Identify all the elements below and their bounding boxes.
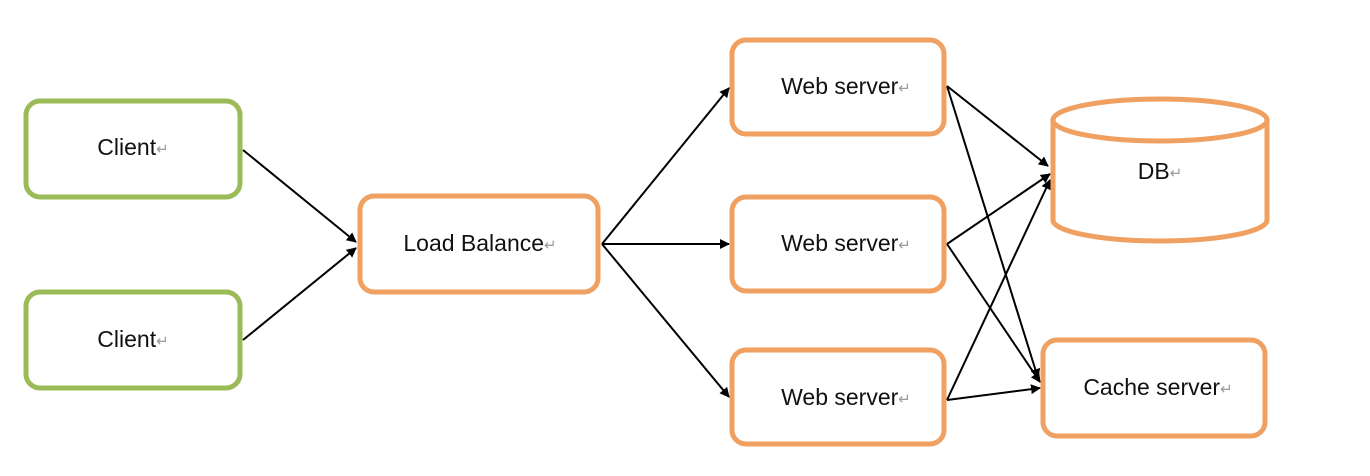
edge-client2-to-load-balance bbox=[242, 247, 357, 341]
svg-text:Web server↵: Web server↵ bbox=[781, 73, 911, 99]
web-server-label-1: Web server bbox=[781, 73, 899, 99]
db-node: DB↵ bbox=[1050, 96, 1270, 244]
web-server-label-2: Web server bbox=[781, 230, 899, 256]
load-balance-box bbox=[357, 193, 601, 295]
client-box-2 bbox=[23, 289, 243, 391]
paragraph-mark: ↵ bbox=[1220, 380, 1233, 398]
paragraph-mark: ↵ bbox=[544, 236, 557, 254]
web-server-node-2: Web server↵ bbox=[729, 194, 947, 294]
db-label: DB bbox=[1138, 158, 1170, 184]
paragraph-mark: ↵ bbox=[156, 140, 169, 158]
paragraph-mark: ↵ bbox=[1170, 164, 1183, 182]
cache-server-label: Cache server bbox=[1083, 374, 1220, 400]
svg-text:Load Balance↵: Load Balance↵ bbox=[403, 230, 556, 256]
client-label-2: Client bbox=[97, 326, 156, 352]
svg-text:Web server↵: Web server↵ bbox=[781, 230, 911, 256]
client-box-1 bbox=[23, 98, 243, 200]
load-balance-node: Load Balance↵ bbox=[357, 193, 601, 295]
web-server-label-3: Web server bbox=[781, 384, 899, 410]
edge-load-balance-to-web3 bbox=[601, 243, 730, 398]
client-node-2: Client↵ bbox=[23, 289, 243, 391]
svg-text:Client↵: Client↵ bbox=[97, 326, 168, 352]
edge-client1-to-load-balance bbox=[242, 149, 357, 243]
svg-text:Client↵: Client↵ bbox=[97, 134, 168, 160]
edge-web2-to-cache bbox=[946, 243, 1041, 383]
edge-web3-to-cache bbox=[946, 384, 1041, 401]
db-cylinder-body bbox=[1050, 120, 1270, 244]
edge-web2-to-db bbox=[946, 173, 1051, 245]
web-server-node-3: Web server↵ bbox=[729, 347, 947, 447]
db-cylinder-top bbox=[1050, 96, 1270, 144]
web-server-node-1: Web server↵ bbox=[729, 37, 947, 137]
web-server-box-3 bbox=[729, 347, 947, 447]
web-server-box-1 bbox=[729, 37, 947, 137]
edge-web1-to-cache bbox=[946, 85, 1041, 379]
edge-web1-to-db bbox=[946, 85, 1049, 167]
client-node-1: Client↵ bbox=[23, 98, 243, 200]
svg-text:Web server↵: Web server↵ bbox=[781, 384, 911, 410]
svg-text:DB↵: DB↵ bbox=[1138, 158, 1183, 184]
paragraph-mark: ↵ bbox=[898, 236, 911, 254]
client-label-1: Client bbox=[97, 134, 156, 160]
paragraph-mark: ↵ bbox=[156, 332, 169, 350]
edge-load-balance-to-web1 bbox=[601, 87, 730, 245]
cache-server-node: Cache server↵ bbox=[1040, 337, 1268, 439]
web-server-box-2 bbox=[729, 194, 947, 294]
paragraph-mark: ↵ bbox=[898, 390, 911, 408]
load-balance-label: Load Balance bbox=[403, 230, 544, 256]
svg-text:Cache server↵: Cache server↵ bbox=[1083, 374, 1232, 400]
edges bbox=[242, 85, 1051, 401]
edge-web3-to-db bbox=[946, 179, 1051, 401]
paragraph-mark: ↵ bbox=[898, 79, 911, 97]
cache-server-box bbox=[1040, 337, 1268, 439]
